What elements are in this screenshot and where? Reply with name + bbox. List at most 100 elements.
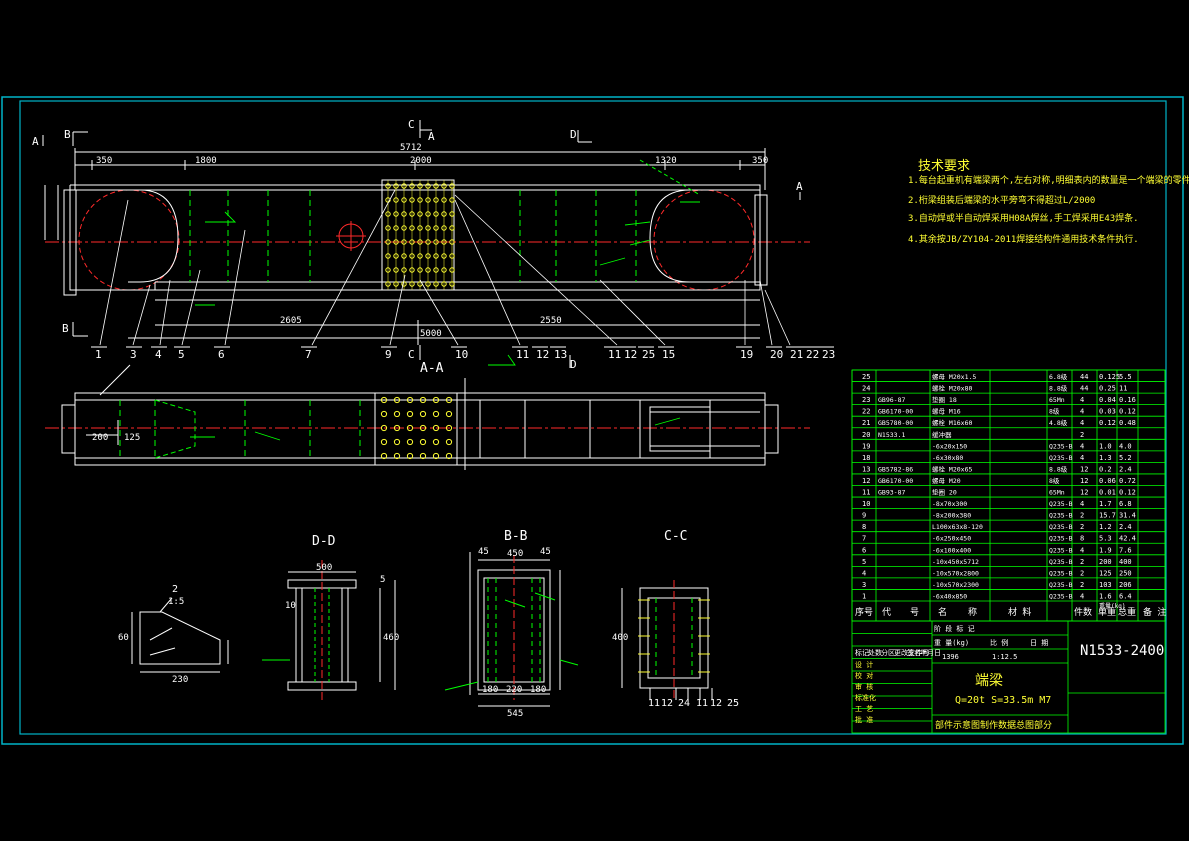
plan-bolt: [432, 424, 440, 432]
plan-bolt: [432, 452, 440, 460]
bom-material: Q235-B: [1049, 581, 1073, 589]
bb-dim-b1: 180: [482, 685, 498, 695]
bom-unit-weight: 1.6: [1099, 592, 1112, 600]
callout-3: 3: [130, 348, 137, 361]
bom-unit-weight: 0.25: [1099, 385, 1116, 393]
callout-22: 22: [806, 348, 819, 361]
plan-bolt: [380, 438, 388, 446]
bom-total-weight: 0.48: [1119, 419, 1136, 427]
bom-name: -6x100x400: [932, 546, 971, 554]
bom-unit-weight: 0.06: [1099, 477, 1116, 485]
bb-dim-r: 45: [540, 547, 551, 557]
plan-bolt: [406, 424, 414, 432]
cc-callout-12: 12: [710, 698, 722, 709]
bom-name: -6x40x850: [932, 592, 967, 600]
callout-20: 20: [770, 348, 783, 361]
cc-callout-25: 25: [727, 698, 739, 709]
plan-bolt: [419, 424, 427, 432]
bom-header: 称: [968, 606, 977, 618]
bom-material: Q235-B: [1049, 592, 1073, 600]
part-name: 端梁: [975, 673, 1003, 689]
callout-9: 9: [385, 348, 392, 361]
wheel-circle-right: [653, 189, 755, 291]
bom-qty: 4: [1080, 408, 1084, 416]
bom-total-weight: 31.4: [1119, 512, 1136, 520]
bom-material: 6.8级: [1049, 372, 1068, 381]
bom-qty: 4: [1080, 454, 1084, 462]
bom-qty: 4: [1080, 419, 1084, 427]
bom-total-weight: 400: [1119, 558, 1132, 566]
bom-name: L100x63x8-120: [932, 523, 983, 531]
dd-dim-width: 500: [316, 563, 332, 573]
scale-value: 1:12.5: [992, 653, 1017, 661]
bom-unit-weight: 1.7: [1099, 500, 1112, 508]
bom-no: 24: [862, 385, 870, 393]
plan-bolt: [445, 424, 453, 432]
callout-13: 13: [554, 348, 567, 361]
cc-callout-24: 24: [678, 698, 690, 709]
bom-code: GB93-87: [878, 489, 905, 497]
label-cc: C-C: [664, 529, 687, 544]
bom-name: 垫圈 18: [932, 395, 957, 404]
bom-no: 6: [862, 546, 866, 554]
bom-name: -10x570x2300: [932, 581, 979, 589]
label-bb: B-B: [504, 529, 528, 544]
plan-bolt: [406, 396, 414, 404]
bom-no: 22: [862, 408, 870, 416]
bom-code: N1533.1: [878, 431, 905, 439]
bb-dim-b3: 180: [530, 685, 546, 695]
meta-scale: 比 例: [990, 638, 1008, 647]
detail-2: [131, 597, 229, 673]
bom-header: 单重: [1098, 606, 1116, 618]
callout-7: 7: [305, 348, 312, 361]
role-label: 设 计: [855, 660, 873, 669]
bom-name: -6x250x450: [932, 535, 971, 543]
revision-label: 标记: [855, 648, 869, 657]
bom-unit-weight: 200: [1099, 558, 1112, 566]
bom-total-weight: 0.12: [1119, 489, 1136, 497]
callout-12: 12: [624, 348, 637, 361]
bom-unit-weight: 0.2: [1099, 465, 1112, 473]
bom-qty: 4: [1080, 500, 1084, 508]
meta-date: 日 期: [1030, 639, 1048, 647]
bom-unit-weight: 1.2: [1099, 523, 1112, 531]
bom-total-weight: 2.4: [1119, 523, 1132, 531]
bom-header: 代: [882, 607, 891, 618]
callout-10: 10: [455, 348, 468, 361]
bom-no: 25: [862, 373, 870, 381]
detail2-dim-h: 60: [118, 633, 129, 643]
bom-unit-weight: 0.12: [1099, 419, 1116, 427]
plan-bolt: [393, 396, 401, 404]
bom-total-weight: 6.4: [1119, 592, 1132, 600]
callout-25: 25: [642, 348, 655, 361]
notes-title: 技术要求: [918, 159, 970, 174]
callout-19: 19: [740, 348, 753, 361]
bom-material: Q235-B: [1049, 546, 1073, 554]
bom-material: 65Mn: [1049, 489, 1065, 497]
callout-5: 5: [178, 348, 185, 361]
dim-seg-5: 350: [752, 156, 768, 166]
bom-material: 65Mn: [1049, 396, 1065, 404]
company-name: 部件示意图制作数据总图部分: [935, 719, 1052, 731]
cc-dim-h: 400: [612, 633, 628, 643]
bom-qty: 2: [1080, 569, 1084, 577]
bom-unit-weight: 125: [1099, 569, 1112, 577]
bom-qty: 2: [1080, 581, 1084, 589]
bom-unit-weight: 1.9: [1099, 546, 1112, 554]
outer-frame: [1, 96, 1184, 745]
revision-label: 处数: [868, 648, 882, 657]
dim-seg-2: 1800: [195, 156, 217, 166]
bom-unit-weight: 0.04: [1099, 396, 1116, 404]
splice-plate: [381, 179, 455, 291]
bom-name: 螺母 M16: [932, 407, 961, 416]
bom-no: 5: [862, 558, 866, 566]
callout-11: 11: [516, 348, 529, 361]
bom-no: 4: [862, 569, 866, 577]
role-label: 审 核: [855, 682, 873, 691]
revision-label: 分区: [881, 648, 895, 657]
bom-code: GB5782-86: [878, 465, 913, 473]
callout-11: 11: [608, 348, 621, 361]
bom-name: -8x200x380: [932, 512, 971, 520]
bom-header: 总重: [1118, 606, 1136, 618]
title-block: 标记处数分区更改文件号签名年月日设 计校 对审 核标准化工 艺批 准阶 段 标 …: [851, 620, 1166, 734]
